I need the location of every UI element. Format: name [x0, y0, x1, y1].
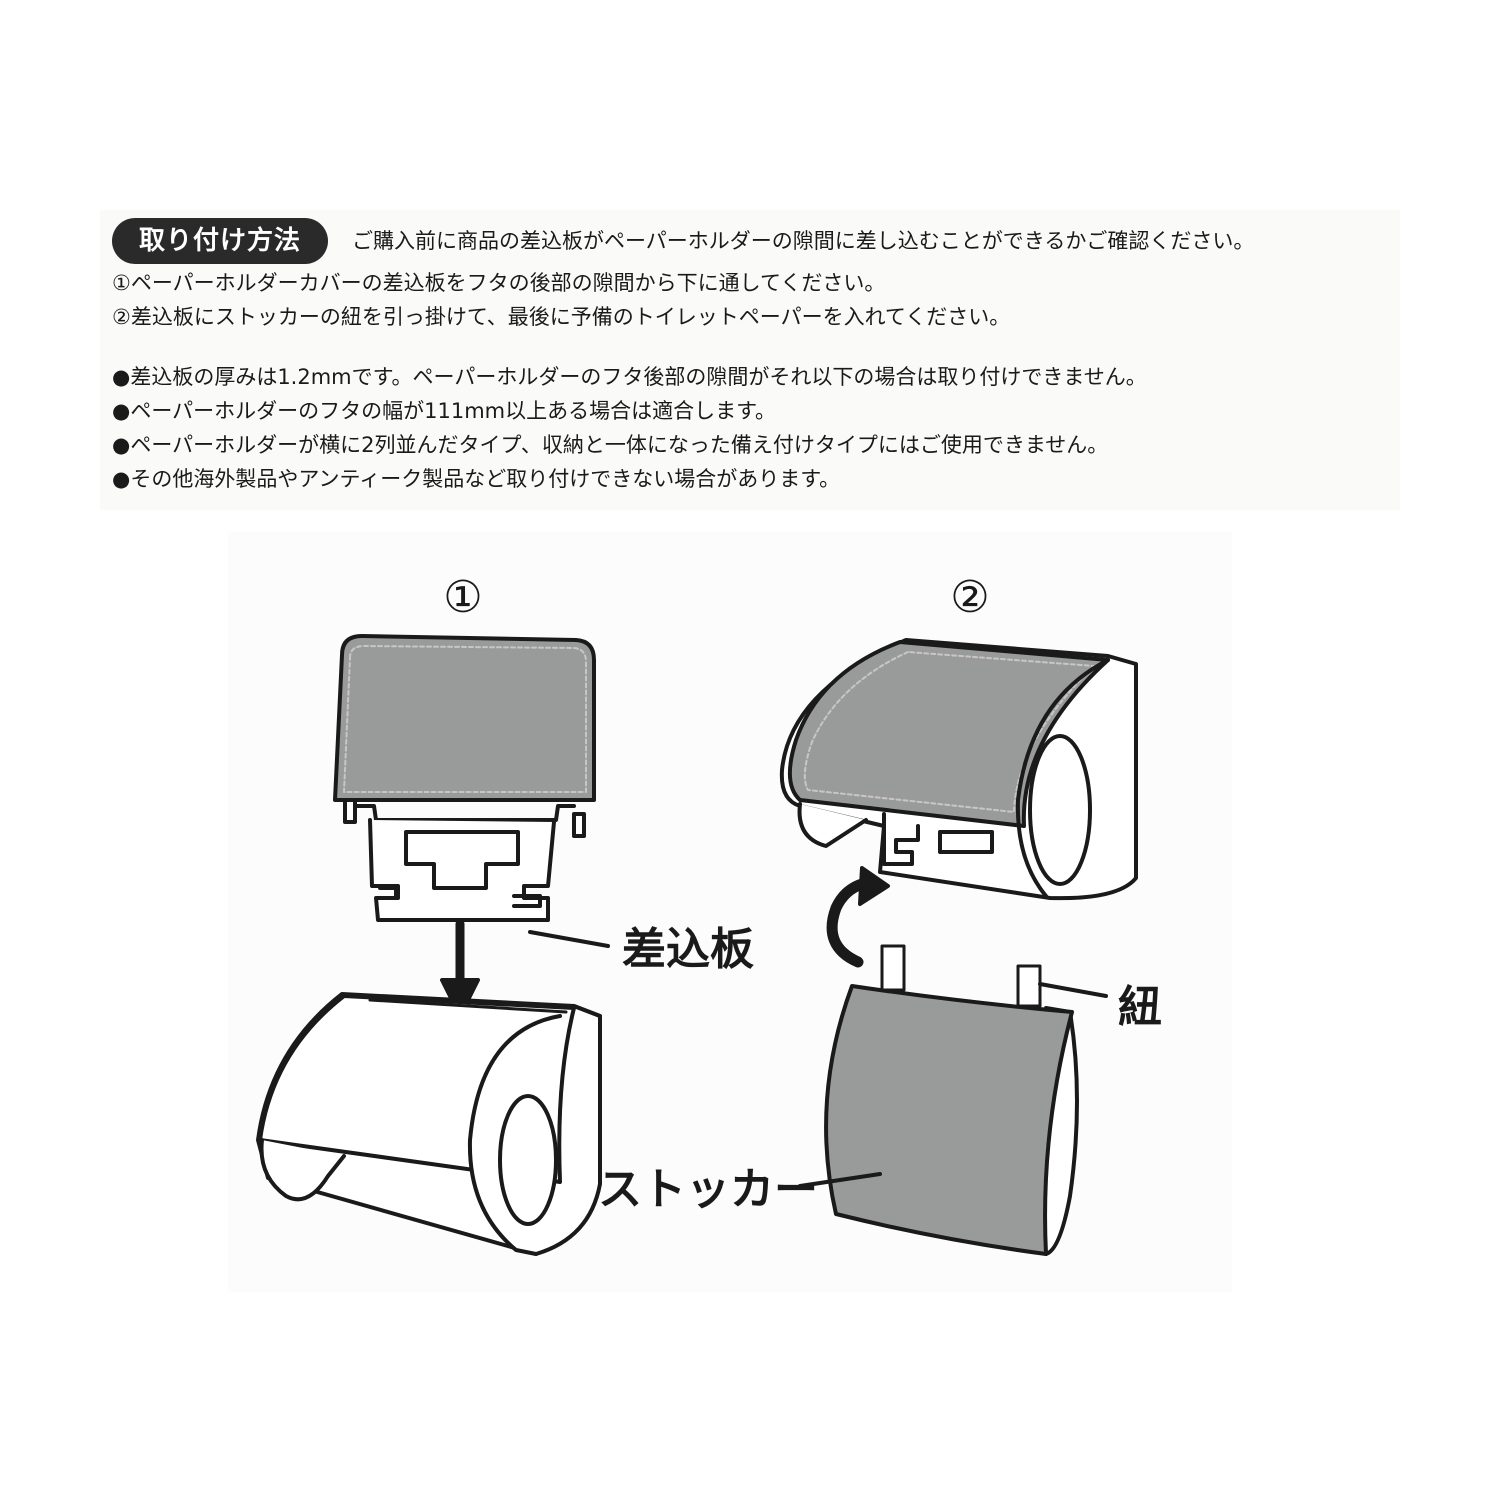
stocker-illustration: [824, 944, 1079, 1256]
insert-plate-callout: [528, 930, 610, 948]
stocker-callout: [798, 1172, 882, 1188]
installation-diagram-svg: ① 差込板 紐 ストッカー ①②: [256, 572, 1162, 1256]
curved-arrow-icon: [826, 866, 890, 968]
holder-cover-illustration: [333, 634, 596, 838]
instructions-title: 取り付け方法: [112, 218, 328, 264]
note-double-type: ●ペーパーホルダーが横に2列並んだタイプ、収納と一体になった備え付けタイプにはご…: [112, 433, 1109, 457]
string-callout: [1038, 982, 1108, 998]
instructions-panel: 取り付け方法 ご購入前に商品の差込板がペーパーホルダーの隙間に差し込むことができ…: [100, 210, 1400, 510]
instructions-lead: ご購入前に商品の差込板がペーパーホルダーの隙間に差し込むことができるかご確認くだ…: [352, 229, 1255, 253]
step-1-text: ①ペーパーホルダーカバーの差込板をフタの後部の隙間から下に通してください。: [112, 271, 886, 295]
installation-diagram: ① 差込板 紐 ストッカー ①②: [228, 532, 1232, 1292]
note-thickness: ●差込板の厚みは1.2mmです。ペーパーホルダーのフタ後部の隙間がそれ以下の場合…: [112, 365, 1147, 389]
step-2-digit: ②: [950, 572, 989, 623]
string-label: 紐: [1118, 982, 1162, 1033]
stocker-label: ストッカー: [598, 1164, 818, 1215]
note-width: ●ペーパーホルダーのフタの幅が111mm以上ある場合は適合します。: [112, 399, 777, 423]
covered-holder-illustration: [779, 638, 1138, 901]
step-2-text: ②差込板にストッカーの紐を引っ掛けて、最後に予備のトイレットペーパーを入れてくだ…: [112, 305, 1011, 329]
step-1-digit: ①: [443, 572, 482, 623]
note-other-products: ●その他海外製品やアンティーク製品など取り付けできない場合があります。: [112, 467, 841, 491]
insert-plate-illustration: [368, 818, 556, 922]
insert-plate-label: 差込板: [622, 924, 754, 975]
paper-holder-illustration: [256, 992, 602, 1256]
